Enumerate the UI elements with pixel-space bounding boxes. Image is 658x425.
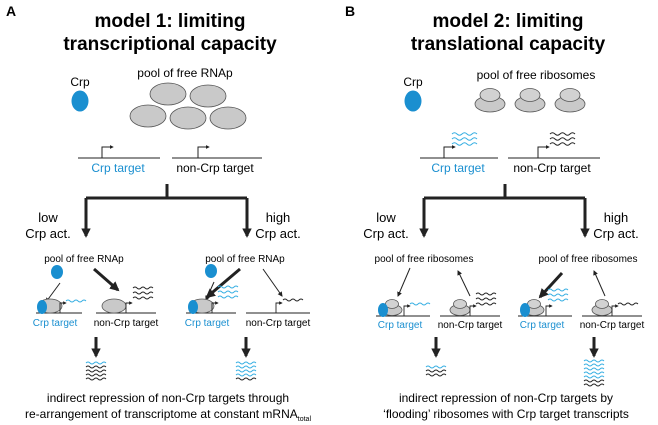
- caption-line2: re-arrangement of transcriptome at const…: [25, 407, 311, 423]
- low-label-line1: low: [38, 210, 58, 225]
- small-pool-label: pool of free RNAp: [205, 254, 285, 265]
- ribosome-pool-icon: [474, 88, 586, 113]
- transcriptome-icon: [235, 361, 257, 381]
- caption-line2: ‘flooding’ ribosomes with Crp target tra…: [383, 407, 629, 421]
- panel-b-letter: B: [345, 3, 355, 19]
- crp-protein-icon: [71, 90, 89, 112]
- crp-target-gene: Crp target: [78, 145, 160, 175]
- pool-label: pool of free RNAp: [137, 66, 233, 80]
- crp-target-label: Crp target: [520, 320, 565, 331]
- transcriptome-icon: [425, 365, 447, 377]
- high-label-line2: Crp act.: [255, 226, 301, 241]
- small-pool-label: pool of free ribosomes: [375, 254, 474, 265]
- branch-arrows: [81, 184, 252, 238]
- non-crp-target-label: non-Crp target: [94, 318, 159, 329]
- caption-line1: indirect repression of non-Crp targets b…: [399, 391, 613, 405]
- crp-protein-icon: [404, 90, 422, 112]
- crp-bound-icon: [378, 303, 388, 317]
- non-crp-target-label: non-Crp target: [438, 320, 503, 331]
- crp-bound-icon: [37, 300, 47, 314]
- non-crp-target-gene: non-Crp target: [172, 145, 262, 175]
- crp-label: Crp: [70, 75, 90, 89]
- small-pool-label: pool of free RNAp: [44, 254, 124, 265]
- low-label-line2: Crp act.: [25, 226, 71, 241]
- crp-target-label: Crp target: [91, 161, 145, 175]
- crp-label: Crp: [403, 75, 423, 89]
- crp-bound-icon: [188, 300, 198, 314]
- small-pool-label: pool of free ribosomes: [539, 254, 638, 265]
- panel-a: A model 1: limiting transcriptional capa…: [6, 3, 311, 423]
- branch-arrows: [419, 184, 590, 238]
- non-crp-target-label: non-Crp target: [513, 161, 591, 175]
- crp-target-label: Crp target: [33, 318, 78, 329]
- non-crp-target-label: non-Crp target: [246, 318, 311, 329]
- crp-target-gene: Crp target: [420, 132, 498, 175]
- panel-a-letter: A: [6, 3, 16, 19]
- high-label-line1: high: [266, 210, 291, 225]
- low-label-line2: Crp act.: [363, 226, 409, 241]
- crp-target-label: Crp target: [431, 161, 485, 175]
- panel-b-title-line1: model 2: limiting: [433, 11, 584, 32]
- panel-b: B model 2: limiting translational capaci…: [345, 3, 644, 421]
- low-activity-scenario: pool of free ribosomes Crp target non-Cr…: [375, 254, 503, 377]
- caption-line1: indirect repression of non-Crp targets t…: [47, 391, 289, 405]
- non-crp-target-label: non-Crp target: [176, 161, 254, 175]
- high-activity-scenario: pool of free ribosomes Crp target non-Cr…: [518, 254, 645, 387]
- low-activity-scenario: pool of free RNAp Crp target non-Crp tar…: [33, 254, 159, 381]
- crp-protein-icon: [205, 264, 217, 278]
- non-crp-target-label: non-Crp target: [580, 320, 645, 331]
- crp-target-label: Crp target: [185, 318, 230, 329]
- transcriptome-icon: [85, 361, 107, 381]
- panel-a-title-line2: transcriptional capacity: [63, 34, 277, 55]
- high-label-line2: Crp act.: [593, 226, 639, 241]
- rnap-pool-icon: [129, 82, 247, 130]
- transcriptome-icon: [583, 359, 605, 387]
- crp-target-label: Crp target: [378, 320, 423, 331]
- high-label-line1: high: [604, 210, 629, 225]
- panel-b-title-line2: translational capacity: [411, 34, 606, 55]
- non-crp-target-gene: non-Crp target: [508, 132, 600, 175]
- crp-bound-icon: [520, 303, 530, 317]
- panel-a-title-line1: model 1: limiting: [95, 11, 246, 32]
- low-label-line1: low: [376, 210, 396, 225]
- high-activity-scenario: pool of free RNAp Crp target non-Crp tar…: [185, 254, 311, 381]
- caption-subscript: total: [298, 416, 312, 423]
- pool-label: pool of free ribosomes: [477, 68, 596, 82]
- crp-protein-icon: [51, 265, 63, 279]
